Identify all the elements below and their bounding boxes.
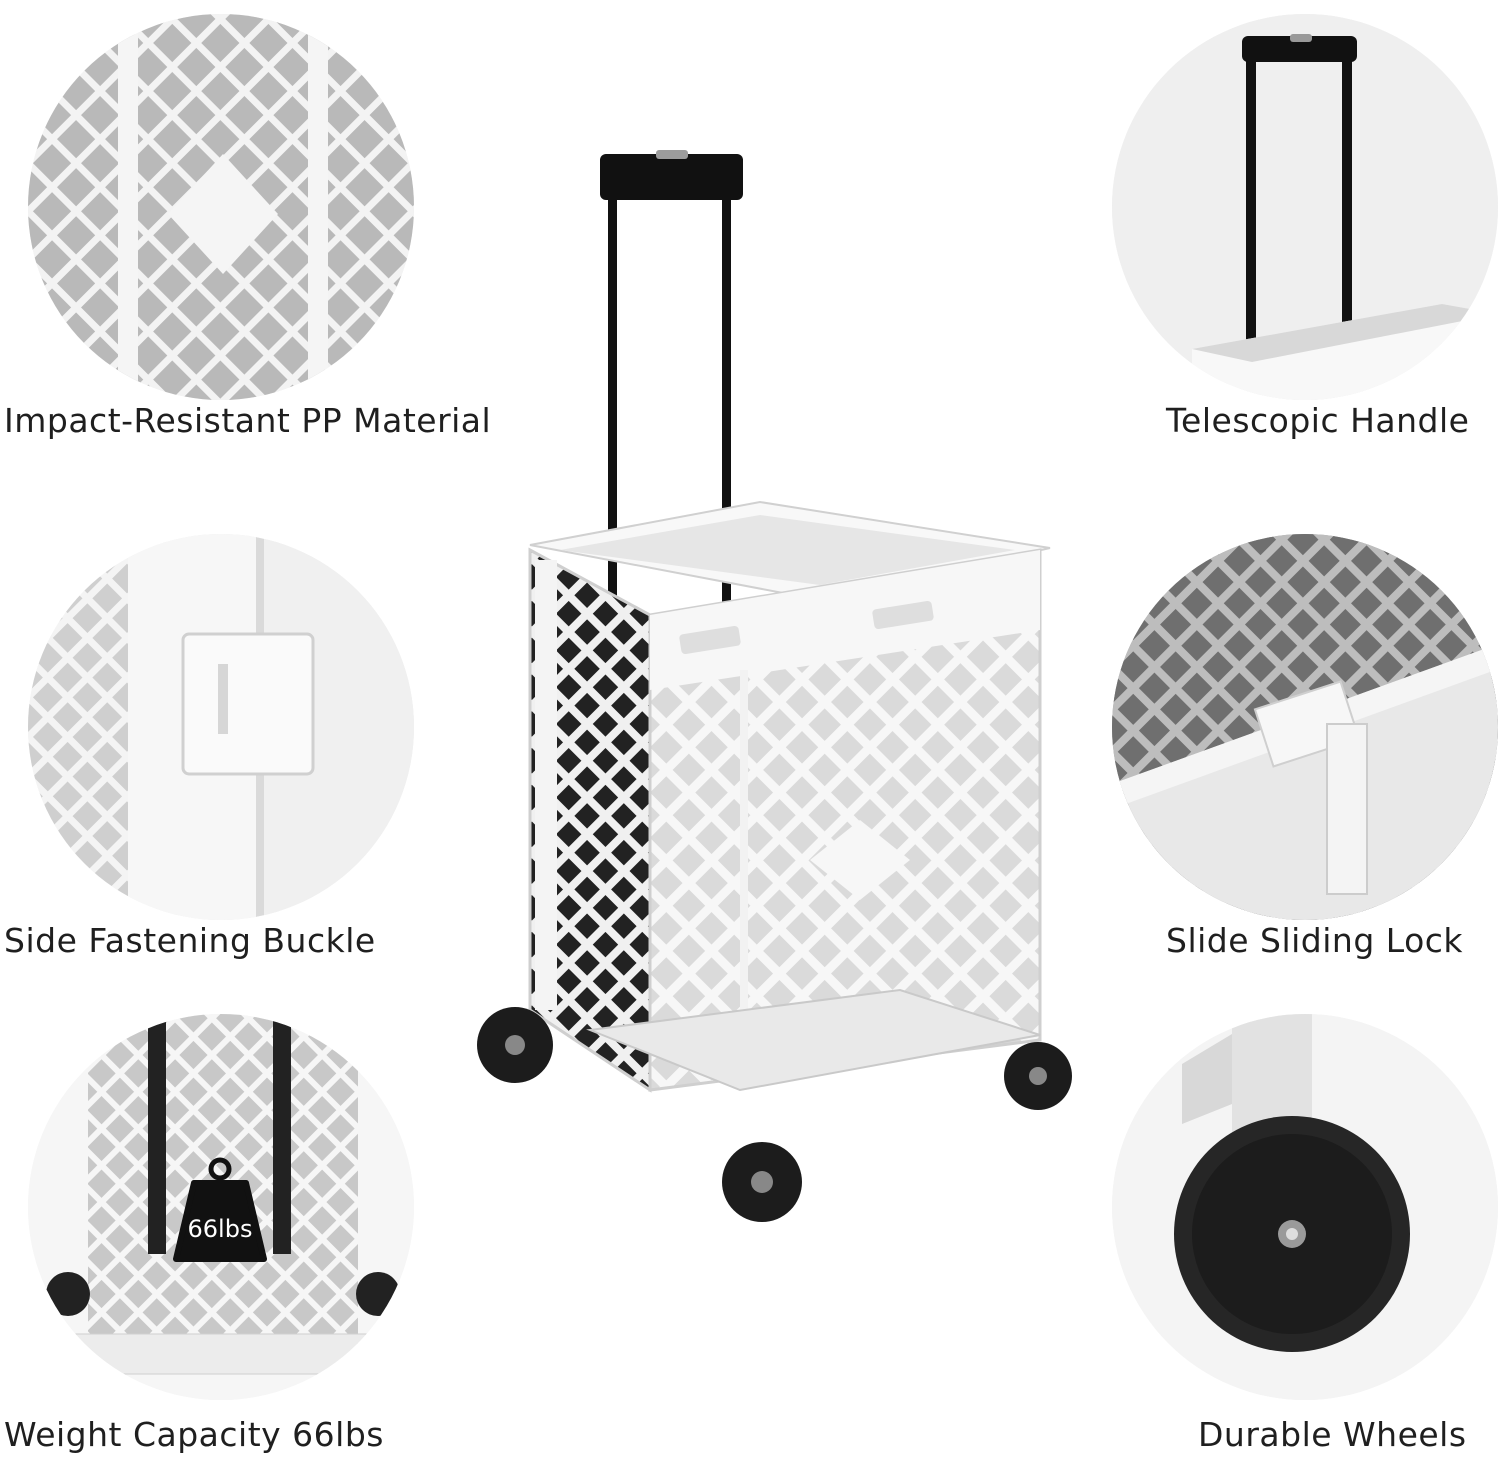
weight-badge-text: 66lbs bbox=[187, 1215, 253, 1243]
capacity-caption: Weight Capacity 66lbs bbox=[4, 1415, 384, 1454]
handle-caption: Telescopic Handle bbox=[1166, 401, 1470, 440]
wheels-caption: Durable Wheels bbox=[1198, 1415, 1467, 1454]
wheels-closeup-image bbox=[1112, 1014, 1498, 1400]
weight-icon: 66lbs bbox=[172, 1155, 268, 1265]
material-closeup-image bbox=[28, 14, 414, 400]
buckle-caption: Side Fastening Buckle bbox=[4, 921, 376, 960]
lock-caption: Slide Sliding Lock bbox=[1166, 921, 1464, 960]
material-caption: Impact-Resistant PP Material bbox=[4, 401, 492, 440]
handle-closeup-image bbox=[1112, 14, 1498, 400]
rolling-cart-image bbox=[440, 130, 1100, 1240]
buckle-closeup-image bbox=[28, 534, 414, 920]
lock-closeup-image bbox=[1112, 534, 1498, 920]
capacity-closeup-image bbox=[28, 1014, 414, 1400]
